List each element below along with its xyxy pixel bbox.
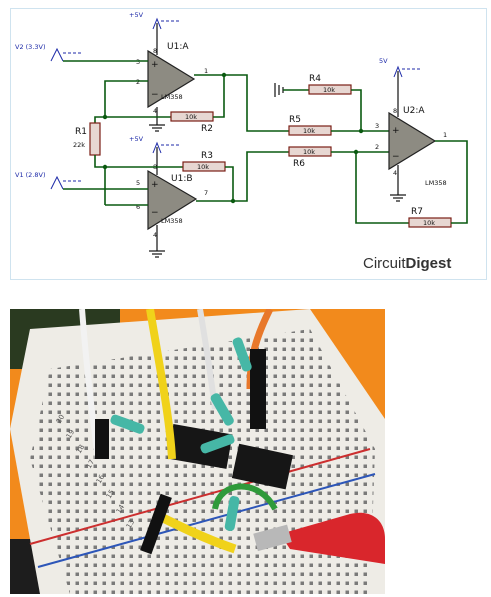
breadboard-illustration: 13 14 15 16 17 18 19 20: [10, 309, 385, 594]
resistor-r5: 10k R5: [288, 115, 332, 136]
opamp-u1a: + − U1:A LM358 3 2 1 8 4: [136, 42, 208, 115]
board-number: 17: [85, 458, 96, 470]
board-number: 20: [55, 413, 66, 425]
brand-logo: CircuitDigest: [363, 255, 451, 272]
u1b-label: U1:B: [171, 174, 193, 184]
r5-label: R5: [289, 115, 301, 125]
resistor-r3: 10k R3: [182, 151, 226, 172]
r6-label: R6: [293, 159, 305, 169]
u1b-pin-7: 7: [204, 189, 208, 197]
u2a-pin-1: 1: [443, 131, 447, 139]
brand-part1: Circuit: [363, 255, 406, 272]
board-number: 13: [125, 518, 136, 530]
v2-label: V2 (3.3V): [15, 43, 46, 51]
resistor-r6: 10k R6: [288, 146, 332, 169]
u2a-minus-sign: −: [392, 152, 400, 162]
resistor-r2: 10k R2: [170, 111, 214, 134]
r4-label: R4: [309, 74, 321, 84]
schematic-diagram: + − U1:A LM358 3 2 1 8 4 +5V V2 (3.3V) 1…: [15, 11, 468, 272]
u1a-pin-8: 8: [153, 47, 157, 55]
u2a-pin-4: 4: [393, 169, 397, 177]
r7-value: 10k: [423, 219, 435, 227]
v2-input: V2 (3.3V): [15, 43, 148, 62]
board-number: 19: [65, 428, 76, 440]
u2a-plus-sign: +: [392, 126, 400, 136]
r5-value: 10k: [303, 127, 315, 135]
schematic-panel: + − U1:A LM358 3 2 1 8 4 +5V V2 (3.3V) 1…: [10, 8, 487, 280]
supply-out-label: 5V: [379, 57, 388, 65]
board-number: 16: [95, 473, 107, 485]
svg-text:CircuitDigest: CircuitDigest: [363, 255, 451, 272]
u1a-pin-2: 2: [136, 78, 140, 86]
supply-top-label: +5V: [129, 11, 144, 19]
u1b-pin-6: 6: [136, 203, 140, 211]
supply-mid: +5V: [129, 135, 179, 175]
r6-value: 10k: [303, 148, 315, 156]
r2-label: R2: [201, 124, 213, 134]
v1-input: V1 (2.8V): [15, 171, 148, 190]
u1a-chip-name: LM358: [161, 93, 183, 101]
resistors: [110, 337, 252, 531]
u1b-pin-4: 4: [153, 231, 157, 239]
u2a-pin-8: 8: [393, 107, 397, 115]
u2a-pin-3: 3: [375, 122, 379, 130]
board-number: 18: [75, 443, 86, 455]
supply-top: +5V: [129, 11, 179, 55]
board-number: 14: [115, 503, 127, 515]
u1a-plus-sign: +: [151, 60, 159, 70]
u1a-pin-3: 3: [136, 58, 140, 66]
board-number-labels: 13 14 15 16 17 18 19 20: [55, 413, 136, 530]
u1a-minus-sign: −: [151, 90, 159, 100]
r3-label: R3: [201, 151, 213, 161]
opamp-u1b: + − U1:B LM358 5 6 7 8 4: [136, 163, 208, 239]
breadboard-photo: 13 14 15 16 17 18 19 20: [10, 309, 385, 594]
u1a-pin-4: 4: [153, 107, 157, 115]
u1b-ground-symbol: [149, 225, 165, 258]
opamp-u2a: + − U2:A LM358 3 2 1 8 4: [375, 106, 447, 187]
green-wire: [212, 483, 278, 511]
ic-chip-2: [231, 443, 293, 490]
u1b-plus-sign: +: [151, 180, 159, 190]
r3-value: 10k: [197, 163, 209, 171]
u1a-ground-symbol: [149, 107, 165, 132]
u1b-chip-name: LM358: [161, 217, 183, 225]
u1a-pin-1: 1: [204, 67, 208, 75]
r4-ground-symbol: [274, 83, 284, 97]
resistor-r1: R1 22k: [73, 122, 101, 156]
r1-value: 22k: [73, 141, 85, 149]
r2-value: 10k: [185, 113, 197, 121]
r1-label: R1: [75, 127, 87, 137]
yellow-wire: [146, 309, 176, 460]
resistor-r7: 10k R7: [408, 207, 452, 228]
brand-part2: Digest: [406, 255, 452, 272]
black-jumper: [250, 349, 266, 429]
v1-label: V1 (2.8V): [15, 171, 46, 179]
resistor-r4: 10k R4: [308, 74, 352, 95]
supply-mid-label: +5V: [129, 135, 144, 143]
board-number: 15: [105, 488, 116, 500]
u2a-label: U2:A: [403, 106, 425, 116]
u1a-label: U1:A: [167, 42, 189, 52]
red-probe: [280, 512, 385, 564]
supply-out: 5V: [379, 57, 420, 117]
ic-chip-1: [167, 424, 233, 469]
r4-value: 10k: [323, 86, 335, 94]
u2a-chip-name: LM358: [425, 179, 447, 187]
u2a-ground-symbol: [390, 165, 406, 202]
r7-label: R7: [411, 207, 423, 217]
u1b-pin-5: 5: [136, 179, 140, 187]
u1b-minus-sign: −: [151, 208, 159, 218]
u2a-pin-2: 2: [375, 143, 379, 151]
